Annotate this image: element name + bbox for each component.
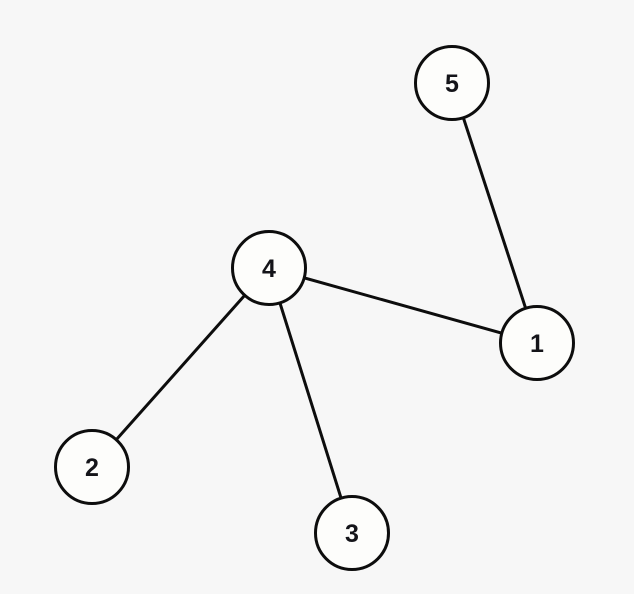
graph-node-circle-3[interactable] <box>314 495 390 571</box>
graph-node-5[interactable]: 5 <box>414 45 490 121</box>
edge-layer <box>90 81 539 535</box>
graph-node-2[interactable]: 2 <box>54 429 130 505</box>
graph-edge-4-1 <box>267 266 539 345</box>
graph-edge-5-1 <box>450 81 539 345</box>
graph-node-3[interactable]: 3 <box>314 495 390 571</box>
graph-node-label-4: 4 <box>262 255 276 283</box>
graph-node-circle-1[interactable] <box>499 305 575 381</box>
graph-node-4[interactable]: 4 <box>231 230 307 306</box>
graph-node-label-1: 1 <box>530 330 544 358</box>
graph-node-label-2: 2 <box>85 454 99 482</box>
graph-node-circle-5[interactable] <box>414 45 490 121</box>
graph-node-1[interactable]: 1 <box>499 305 575 381</box>
graph-node-label-5: 5 <box>445 70 459 98</box>
node-layer: 1 2 3 4 5 <box>54 45 575 571</box>
graph-node-circle-4[interactable] <box>231 230 307 306</box>
graph-edge-4-3 <box>267 266 354 535</box>
graph-node-label-3: 3 <box>345 520 359 548</box>
graph-node-circle-2[interactable] <box>54 429 130 505</box>
graph-edge-4-2 <box>90 266 271 469</box>
